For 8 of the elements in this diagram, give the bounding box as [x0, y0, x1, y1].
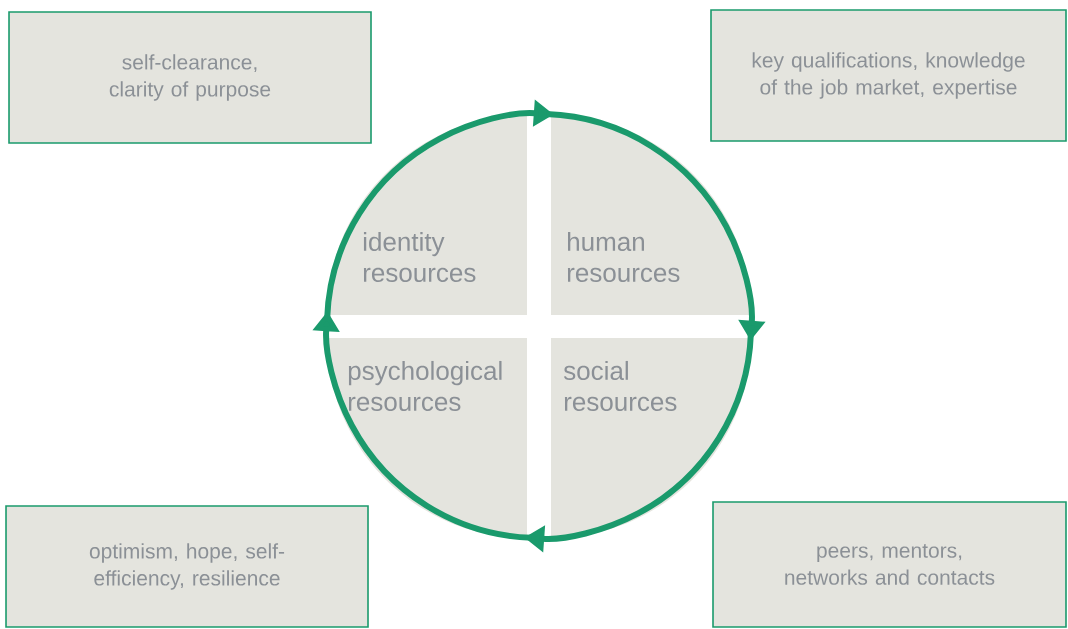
quarter-circle-sector: identity resources	[327, 115, 527, 315]
text-box: key qualifications, knowledge of the job market, expertise	[710, 9, 1067, 142]
text-box: self-clearance, clarity of purpose	[8, 11, 372, 144]
quarter-circle-sector: social resources	[551, 338, 751, 538]
quarter-circle-sector: human resources	[551, 115, 751, 315]
text-box: optimism, hope, self-efficiency, resilience	[5, 505, 369, 628]
quarter-circle-sector: psychological resources	[327, 338, 527, 538]
text-box: peers, mentors, networks and contacts	[712, 501, 1067, 628]
